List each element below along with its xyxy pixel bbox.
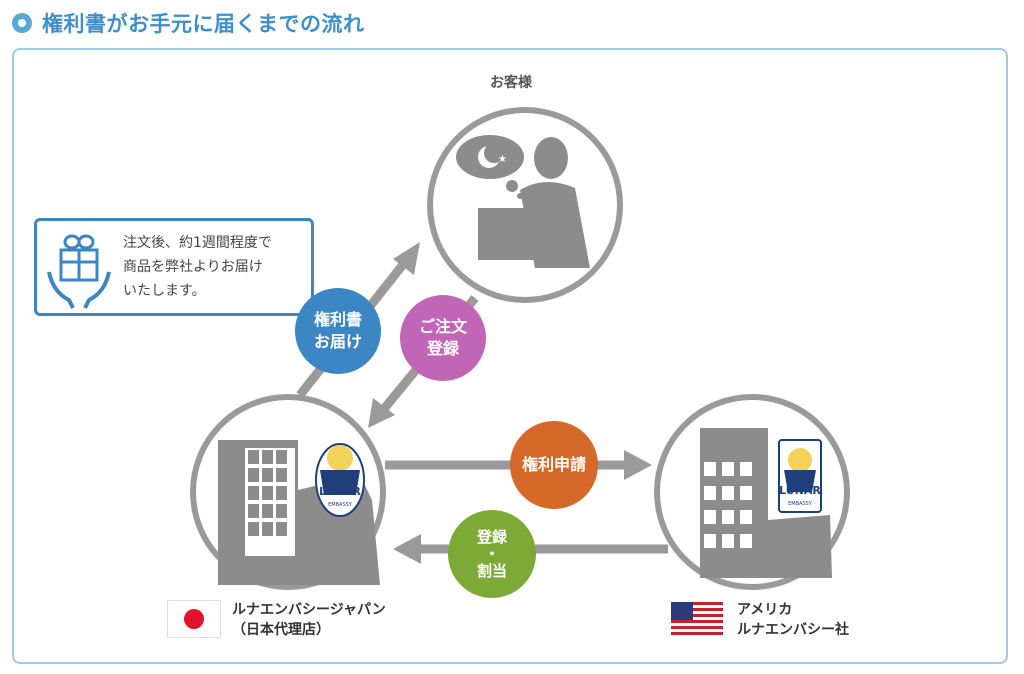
japan-flag-icon (167, 600, 221, 638)
gift-in-hands-icon (47, 234, 111, 309)
usa-label: アメリカ ルナエンバシー社 (737, 602, 849, 638)
svg-text:EMBASSY: EMBASSY (328, 502, 353, 508)
svg-text:LUNAR: LUNAR (319, 485, 361, 498)
customer-node: ★ (427, 107, 623, 303)
laptop-icon (478, 208, 536, 260)
bullet-icon (12, 13, 32, 33)
svg-text:EMBASSY: EMBASSY (788, 501, 813, 507)
step-deliver-label: 権利書 お届け (313, 310, 362, 351)
step-register-badge: 登録 ・ 割当 (448, 510, 536, 598)
step-order-label: ご注文 登録 (418, 317, 467, 358)
lunar-embassy-logo: LUNAR EMBASSY (778, 439, 822, 513)
japan-node: LUNAR EMBASSY (190, 394, 386, 590)
step-apply-badge: 権利申請 (510, 421, 598, 509)
page-title: 権利書がお手元に届くまでの流れ (42, 12, 365, 36)
office-building-silhouette-icon (700, 428, 832, 578)
section-header: 権利書がお手元に届くまでの流れ (12, 8, 365, 38)
step-apply-label: 権利申請 (521, 455, 586, 474)
svg-text:★: ★ (498, 154, 507, 165)
building-silhouette-icon (218, 440, 380, 585)
us-flag-icon (671, 602, 723, 638)
customer-label: お客様 (490, 75, 532, 91)
step-register-label: 登録 ・ 割当 (476, 527, 507, 580)
usa-node: LUNAR EMBASSY (654, 394, 850, 590)
delivery-note: 注文後、約1週間程度で 商品を弊社よりお届け いたします。 (34, 218, 314, 316)
person-silhouette-icon (478, 137, 590, 268)
japan-label: ルナエンバシージャパン （日本代理店） (232, 602, 386, 638)
lunar-embassy-logo: LUNAR EMBASSY (315, 443, 365, 517)
note-text: 注文後、約1週間程度で 商品を弊社よりお届け いたします。 (123, 235, 272, 299)
svg-text:LUNAR: LUNAR (779, 484, 821, 497)
step-deliver-badge: 権利書 お届け (295, 288, 381, 374)
step-order-badge: ご注文 登録 (400, 295, 486, 381)
